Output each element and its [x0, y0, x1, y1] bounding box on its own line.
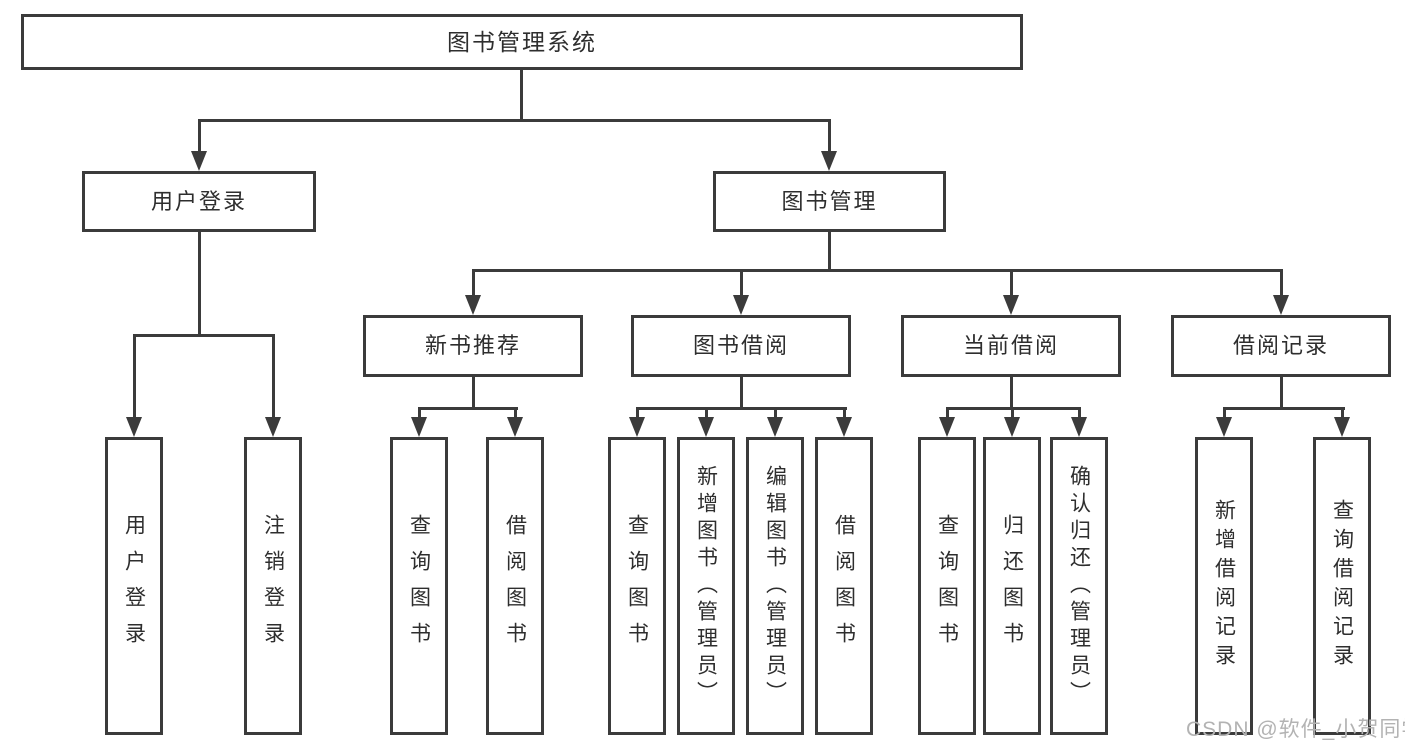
node-current-borrowing: 当前借阅 — [901, 315, 1121, 377]
arrow-down-icon — [1216, 417, 1232, 437]
leaf-borrow-books-recommend: 借阅图书 — [486, 437, 544, 735]
node-book-borrowing-label: 图书借阅 — [692, 333, 789, 359]
node-new-book-recommend-label: 新书推荐 — [424, 333, 521, 359]
leaf-confirm-return-admin-label: 确认归还（管理员） — [1067, 464, 1091, 708]
connector-line — [1010, 377, 1013, 410]
connector-line — [828, 119, 831, 153]
connector-line — [198, 119, 831, 122]
connector-line — [198, 232, 201, 335]
node-borrowing-records-label: 借阅记录 — [1232, 333, 1329, 359]
leaf-query-books-recommend-label: 查询图书 — [407, 514, 431, 658]
leaf-edit-books-admin-label: 编辑图书（管理员） — [763, 464, 787, 708]
leaf-user-login: 用户登录 — [105, 437, 163, 735]
leaf-query-books-current-label: 查询图书 — [935, 514, 959, 658]
arrow-down-icon — [507, 417, 523, 437]
arrow-down-icon — [733, 295, 749, 315]
leaf-borrow-books-recommend-label: 借阅图书 — [503, 514, 527, 658]
connector-line — [272, 334, 275, 419]
node-user-login-label: 用户登录 — [150, 188, 247, 214]
arrow-down-icon — [767, 417, 783, 437]
connector-line — [636, 407, 639, 419]
connector-line — [1011, 407, 1014, 419]
arrow-down-icon — [1273, 295, 1289, 315]
connector-line — [1341, 407, 1344, 419]
node-library-system-label: 图书管理系统 — [447, 28, 597, 55]
arrow-down-icon — [465, 295, 481, 315]
connector-line — [472, 269, 475, 297]
connector-line — [418, 407, 421, 419]
leaf-return-books-label: 归还图书 — [1000, 514, 1024, 658]
arrow-down-icon — [1003, 295, 1019, 315]
leaf-return-books: 归还图书 — [983, 437, 1041, 735]
connector-line — [1223, 407, 1226, 419]
connector-line — [514, 407, 517, 419]
arrow-down-icon — [821, 151, 837, 171]
node-new-book-recommend: 新书推荐 — [363, 315, 583, 377]
leaf-query-borrow-record: 查询借阅记录 — [1313, 437, 1371, 735]
leaf-borrow-books: 借阅图书 — [815, 437, 873, 735]
arrow-down-icon — [411, 417, 427, 437]
node-user-login: 用户登录 — [82, 171, 316, 232]
arrow-down-icon — [1071, 417, 1087, 437]
leaf-query-books-borrowing-label: 查询图书 — [625, 514, 649, 658]
connector-line — [774, 407, 777, 419]
connector-line — [843, 407, 846, 419]
leaf-edit-books-admin: 编辑图书（管理员） — [746, 437, 804, 735]
connector-line — [1223, 407, 1345, 410]
arrow-down-icon — [939, 417, 955, 437]
connector-line — [740, 377, 743, 410]
leaf-confirm-return-admin: 确认归还（管理员） — [1050, 437, 1108, 735]
leaf-query-books-borrowing: 查询图书 — [608, 437, 666, 735]
leaf-add-books-admin: 新增图书（管理员） — [677, 437, 735, 735]
node-current-borrowing-label: 当前借阅 — [962, 333, 1059, 359]
node-borrowing-records: 借阅记录 — [1171, 315, 1391, 377]
leaf-user-login-label: 用户登录 — [122, 514, 146, 658]
connector-line — [828, 232, 831, 272]
arrow-down-icon — [265, 417, 281, 437]
connector-line — [133, 334, 136, 419]
connector-line — [472, 377, 475, 410]
connector-line — [1078, 407, 1081, 419]
arrow-down-icon — [1004, 417, 1020, 437]
connector-line — [418, 407, 518, 410]
leaf-add-borrow-record-label: 新增借阅记录 — [1212, 499, 1236, 673]
arrow-down-icon — [698, 417, 714, 437]
connector-line — [705, 407, 708, 419]
leaf-borrow-books-label: 借阅图书 — [832, 514, 856, 658]
connector-line — [1280, 269, 1283, 297]
connector-line — [1010, 269, 1013, 297]
arrow-down-icon — [126, 417, 142, 437]
leaf-query-books-recommend: 查询图书 — [390, 437, 448, 735]
leaf-logout-login: 注销登录 — [244, 437, 302, 735]
arrow-down-icon — [1334, 417, 1350, 437]
connector-line — [472, 269, 1283, 272]
node-book-management-label: 图书管理 — [781, 188, 878, 214]
connector-line — [1280, 377, 1283, 410]
leaf-query-borrow-record-label: 查询借阅记录 — [1330, 499, 1354, 673]
leaf-query-books-current: 查询图书 — [918, 437, 976, 735]
arrow-down-icon — [836, 417, 852, 437]
arrow-down-icon — [191, 151, 207, 171]
connector-line — [946, 407, 949, 419]
connector-line — [198, 119, 201, 153]
csdn-watermark: CSDN @软件_小贺同学 — [1186, 718, 1405, 741]
leaf-logout-login-label: 注销登录 — [261, 514, 285, 658]
connector-line — [133, 334, 275, 337]
connector-line — [520, 70, 523, 120]
leaf-add-borrow-record: 新增借阅记录 — [1195, 437, 1253, 735]
node-book-management: 图书管理 — [713, 171, 946, 232]
connector-line — [636, 407, 847, 410]
connector-line — [740, 269, 743, 297]
leaf-add-books-admin-label: 新增图书（管理员） — [694, 464, 718, 708]
node-book-borrowing: 图书借阅 — [631, 315, 851, 377]
arrow-down-icon — [629, 417, 645, 437]
node-library-system: 图书管理系统 — [21, 14, 1023, 70]
